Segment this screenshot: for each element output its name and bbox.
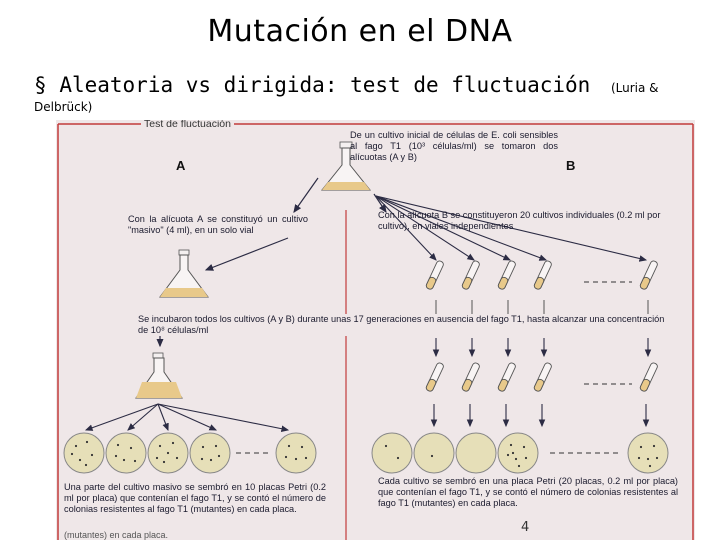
figure-title: Test de fluctuación [141, 120, 234, 130]
flask-a [159, 249, 209, 298]
tubes-row-1 [425, 260, 658, 290]
initial-flask [320, 141, 372, 191]
figure-drawing [57, 123, 694, 540]
bullet-marker: § [34, 73, 47, 97]
bottom-right-text: Cada cultivo se sembró en una placa Petr… [378, 476, 678, 508]
plates-b [371, 432, 669, 474]
plates-a [63, 432, 317, 474]
page-number: 4 [521, 520, 530, 535]
tubes-row-2 [425, 362, 658, 392]
fluctuation-test-figure: Test de fluctuación A B De un cultivo in… [56, 120, 695, 540]
slide-title: Mutación en el DNA [207, 14, 513, 49]
bullet-line: § Aleatoria vs dirigida: test de fluctua… [34, 73, 659, 97]
flask-a-incubated [135, 352, 183, 399]
left-text: Con la alícuota A se constituyó un culti… [128, 214, 308, 235]
bullet-text: Aleatoria vs dirigida: test de fluctuaci… [59, 73, 591, 97]
label-a: A [176, 158, 186, 173]
cut-off-text: (mutantes) en cada placa. [64, 530, 169, 540]
bottom-left-text: Una parte del cultivo masivo se sembró e… [64, 482, 326, 514]
middle-text: Se incubaron todos los cultivos (A y B) … [138, 314, 668, 336]
right-text: Con la alícuota B se constituyeron 20 cu… [378, 210, 661, 231]
citation-part2: Delbrück) [34, 100, 93, 114]
label-b: B [566, 158, 576, 173]
top-text: De un cultivo inicial de células de E. c… [350, 130, 558, 162]
citation-part1: (Luria & [610, 81, 659, 95]
